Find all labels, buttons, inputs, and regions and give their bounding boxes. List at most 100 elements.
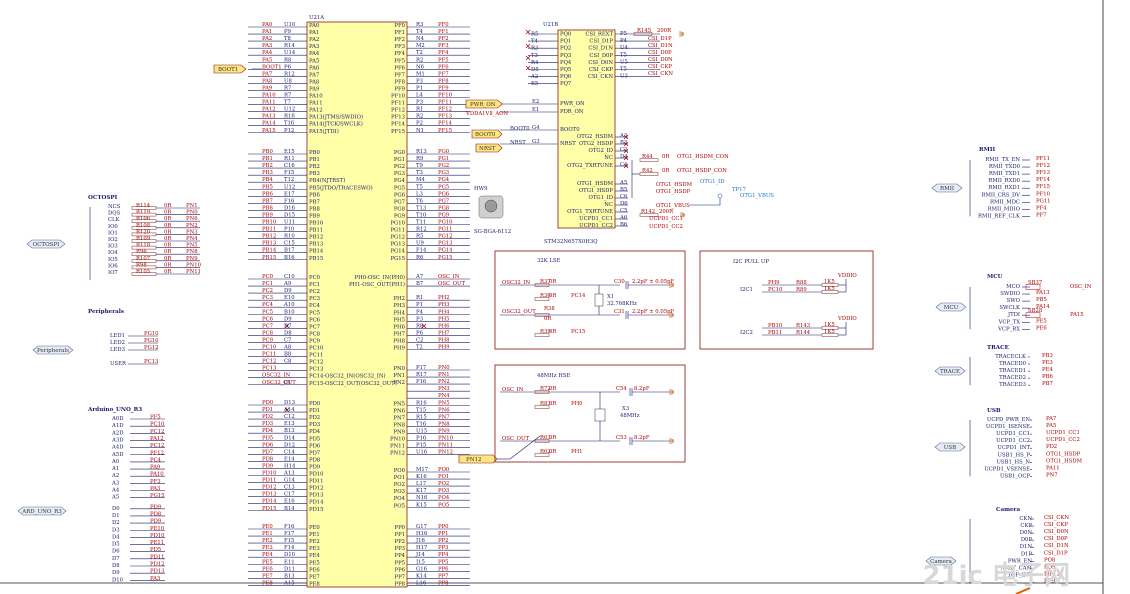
- u21a-pe-pinnum: F15: [284, 538, 294, 544]
- u21a-pn-pin: PN6: [393, 408, 405, 414]
- octospi-net: PN1: [186, 203, 198, 209]
- lse-osc-out: OSC32_OUT: [502, 309, 536, 315]
- lse-r4-val: 0R: [549, 329, 557, 335]
- u21a-pa-pinnum: T16: [284, 121, 295, 127]
- usb-net: UCPD1_CC1: [1046, 430, 1080, 436]
- octospi-net: PN0: [186, 210, 198, 216]
- u21a-pa-net: PA15: [262, 128, 276, 134]
- pwr-on-port-label: PWR_ON: [470, 102, 496, 108]
- no-connect-mark: [623, 148, 629, 154]
- u21a-po-net: PO0: [438, 467, 450, 473]
- i2c-res-val: 1K5: [824, 286, 835, 292]
- u21b-usb-pin: UCPD1_CC2: [579, 223, 613, 229]
- u21a-pb-pinnum: B17: [284, 248, 295, 254]
- u21a-pf-pin: PF6: [394, 65, 405, 71]
- u21a-pg-net: PG8: [438, 205, 450, 211]
- lse-c1-val: 2.2pF ± 0.05pF: [632, 279, 674, 285]
- u21a-pn-net: PN10: [438, 436, 454, 442]
- octospi-net: PN2: [186, 223, 198, 229]
- u21a-pp-pinnum: H17: [416, 545, 427, 551]
- trace-port-label: TRACE: [940, 369, 960, 375]
- usb-net: UCPD1_CC1: [649, 216, 683, 222]
- u21a-pa-pin: PA5: [309, 58, 319, 64]
- u21a-pd-net: PD12: [262, 485, 277, 491]
- u21a-pp-pin: PP5: [395, 560, 406, 566]
- octospi-net: PN3: [186, 229, 198, 235]
- u21a-pa-pinnum: T8: [284, 36, 292, 42]
- hse-r1-res: [534, 390, 550, 394]
- u21a-pd-pin: PD15: [309, 507, 324, 513]
- u21a-pb-net: PB5: [262, 184, 273, 190]
- u21a-pa-pinnum: R7: [284, 93, 291, 99]
- usb-net: PA11: [1046, 465, 1060, 471]
- u21a-pe-pinnum: A15: [283, 580, 295, 586]
- lse-x1: X1: [607, 294, 614, 300]
- peripherals-port-label: Peripherals: [37, 348, 69, 354]
- csi-net: CSI_D0P: [648, 50, 672, 56]
- u21a-pg-pin: PG11: [390, 228, 405, 234]
- u21a-pd-net: PD6: [262, 442, 274, 448]
- u21a-pg-pin: PG8: [394, 206, 406, 212]
- u21b-pin: PQ3: [560, 53, 571, 59]
- u21b-pin-right: CSI_CKP: [589, 67, 613, 73]
- u21a-pg-pin: PG3: [394, 171, 405, 177]
- u21a-ph-net: PH8: [438, 337, 450, 343]
- csi-net: CSI_CKN: [648, 71, 673, 77]
- rmii-port: [931, 183, 963, 193]
- mcu-signal: SWO: [1007, 298, 1021, 304]
- u21a-pf-pin: PF7: [394, 72, 405, 78]
- octospi-res-val: 0R: [164, 229, 172, 235]
- u21a-pf-pinnum: R1: [416, 107, 423, 113]
- u21a-pc-net: PC8: [262, 330, 274, 336]
- octospi-net: PN5: [186, 243, 198, 249]
- arduino-net: PG15: [150, 493, 165, 499]
- u21a-pf-net: PF5: [438, 57, 449, 63]
- usb-signal: UCPD_PWR_EN: [987, 417, 1030, 423]
- u21b-usb-pin: OTG1_HSDM: [577, 181, 614, 187]
- u21a-pg-pin: PG12: [390, 235, 405, 241]
- camera-net: CSI_D1P: [1044, 550, 1068, 556]
- u21a-pc-pinnum: D7: [284, 323, 292, 329]
- octospi-signal: DQS: [108, 211, 121, 217]
- u21a-pb-pinnum: C15: [284, 241, 295, 247]
- u21a-pe-pin: PE0: [309, 525, 320, 531]
- camera-port-label: Camera: [930, 559, 953, 565]
- u21a-pg-net: PG3: [438, 170, 449, 176]
- usb-net: UCPD1_CC2: [649, 224, 683, 230]
- u21b-usb-pinnum: A6: [619, 215, 628, 221]
- no-connect-mark: [525, 29, 531, 35]
- octospi-res-val: 0R: [164, 210, 172, 216]
- u21a-pa-net: PA13: [262, 114, 276, 120]
- mcu-net: PA15: [1070, 312, 1084, 318]
- u21a-pe-net: PE2: [262, 538, 273, 544]
- u21a-pc-pin: PC13: [309, 367, 323, 373]
- arduino-signal: D3: [112, 527, 120, 533]
- u21a-pn-pin: PN11: [390, 444, 405, 450]
- u21a-pa-net: BOOT1: [262, 64, 282, 70]
- u21a-pc-pin: PC2: [309, 289, 320, 295]
- u21a-pc-net: OSC32_OUT: [262, 380, 296, 386]
- hse-c1: C54: [616, 386, 627, 392]
- octospi-signal: CLK: [108, 217, 121, 223]
- i2c-resistor: [821, 333, 839, 337]
- arduino-net: PD10: [150, 533, 165, 539]
- u21b-mid-pin: PWR_ON: [560, 101, 585, 107]
- rmii-signal: RMII_RXD0: [988, 178, 1020, 184]
- u21a-pg-pin: PG1: [394, 157, 405, 163]
- u21a-pf-pinnum: P3: [416, 100, 423, 106]
- u21a-po-pinnum: M17: [416, 467, 428, 473]
- u21a-pe-pin: PE5: [309, 560, 320, 566]
- u21a-pe-pin: PE8: [309, 581, 320, 587]
- u21a-pn-net: PN8: [438, 421, 450, 427]
- usb-r142: R142: [641, 209, 655, 215]
- no-connect-mark: [525, 55, 531, 61]
- u21a-pa-pin: PA0: [309, 23, 320, 29]
- u21a-pc-net: PC9: [262, 337, 274, 343]
- octospi-res-ref: R118: [136, 243, 151, 249]
- i2c-res-val: 1K5: [824, 322, 835, 328]
- arduino-net: PC12: [150, 429, 164, 435]
- camera-signal: D1P: [1021, 551, 1033, 557]
- octospi-res-val: 0R: [164, 216, 172, 222]
- u21a-pc-pinnum: D9: [284, 316, 292, 322]
- octospi-port-label: OCTOSPI: [33, 242, 60, 248]
